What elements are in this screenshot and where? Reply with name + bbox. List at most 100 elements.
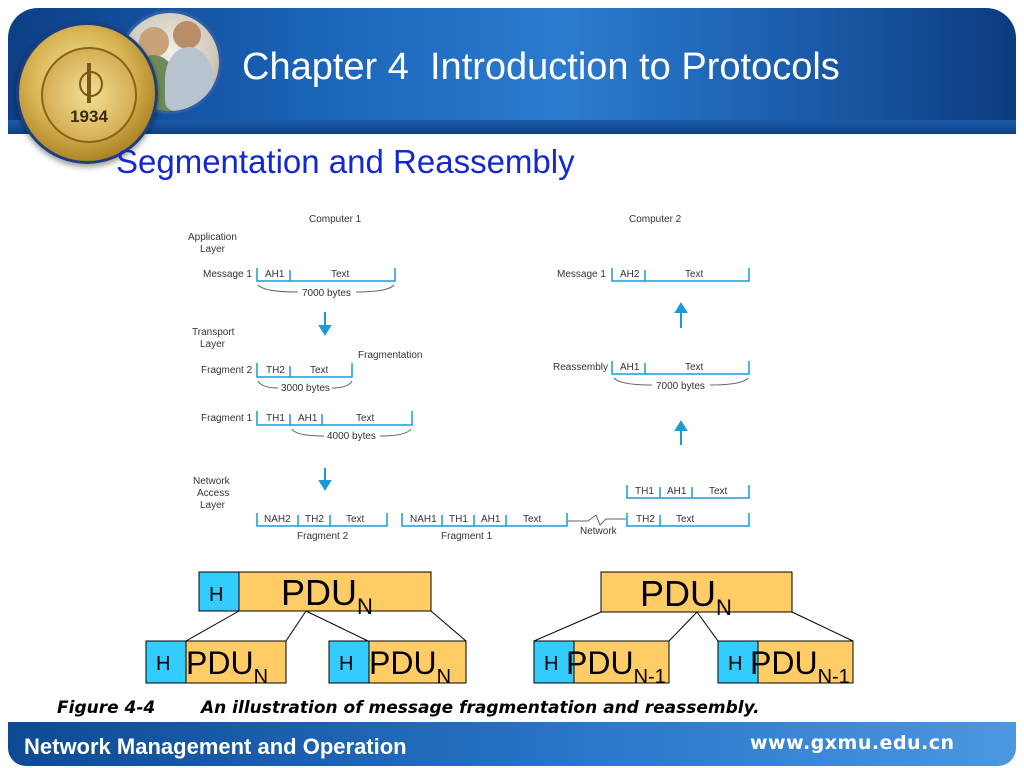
pdu-right-child2-h: H [728, 653, 742, 675]
fragment2-label: Fragment 2 [201, 365, 253, 376]
pdu-right-child1-h-box [533, 640, 575, 684]
pdu-left-child2-sub: N [437, 666, 451, 688]
figure-caption: An illustration of message fragmentation… [201, 698, 760, 718]
nah1: NAH1 [410, 514, 437, 525]
pdu-left-child2-label: PDUN [369, 645, 451, 688]
nah2: NAH2 [264, 514, 291, 525]
fragment2-bar [256, 363, 353, 378]
network-link [568, 514, 626, 526]
pdu-left-top-sub: N [357, 594, 373, 619]
pdu-right-child1-box [573, 640, 670, 684]
reassembly-bar [611, 361, 750, 375]
computer2-label: Computer 2 [629, 214, 682, 225]
ah1-right: AH1 [667, 486, 687, 497]
pdu-right-top-pdu: PDU [640, 573, 716, 614]
seal-year: 1934 [70, 107, 108, 126]
pdu-left-group [145, 571, 467, 684]
message-bar-right [611, 268, 750, 282]
split-line-2 [285, 610, 307, 642]
merge-line-1 [533, 611, 602, 642]
fragment1-bar [256, 411, 413, 426]
network-layer-label-line1: Network [193, 476, 231, 487]
network-layer-label-line3: Layer [200, 500, 226, 511]
split-line-3 [305, 610, 369, 642]
pdu-left-top-label: PDUN [281, 572, 373, 619]
pdu-right-child1-h: H [544, 653, 558, 675]
arrow-up-1-head [674, 302, 688, 313]
brace-7000-right [613, 377, 749, 386]
bytes7000-left: 7000 bytes [302, 288, 351, 299]
th1-right: TH1 [635, 486, 654, 497]
pdu-left-top-pdu: PDU [281, 572, 357, 613]
fragment1-label: Fragment 1 [201, 413, 253, 424]
application-layer-label-line1: Application [188, 232, 237, 243]
slide-title: Chapter 4 Introduction to Protocols [242, 46, 840, 88]
pdu-left-child1-h: H [156, 653, 170, 675]
header-shade [8, 120, 1016, 134]
th1-transport: TH1 [266, 413, 285, 424]
brace-4000 [291, 428, 412, 437]
brace-3000 [257, 380, 353, 389]
bytes7000-right: 7000 bytes [656, 381, 705, 392]
bytes3000: 3000 bytes [281, 383, 330, 394]
message-bar-left [256, 268, 396, 282]
th2-net: TH2 [305, 514, 324, 525]
slide-footer [8, 722, 1016, 766]
right-frag1-bar [626, 485, 750, 499]
pdu-right-top-sub: N [716, 595, 732, 620]
network-layer-label-line2: Access [197, 488, 229, 499]
pdu-right-child2-sub: N-1 [818, 666, 850, 688]
pdu-right-top-box [600, 571, 793, 613]
pdu-right-child2-label: PDUN-1 [750, 645, 850, 688]
text-frag1: Text [356, 413, 375, 424]
text-right1: Text [709, 486, 728, 497]
website-url: www.gxmu.edu.cn [750, 732, 955, 754]
text-frag2: Text [310, 365, 329, 376]
fragment2-net-label: Fragment 2 [297, 531, 349, 542]
pdu-right-child2-box [757, 640, 854, 684]
merge-line-4 [791, 611, 854, 642]
pdu-left-top-h-box [198, 571, 240, 612]
reassembly-label: Reassembly [553, 362, 608, 373]
message1-label-right: Message 1 [557, 269, 606, 280]
pdu-right-child1-label: PDUN-1 [566, 645, 666, 688]
text-net1: Text [346, 514, 365, 525]
network-label: Network [580, 526, 618, 537]
pdu-right-top-label: PDUN [640, 573, 732, 620]
pdu-left-child2-box [368, 640, 467, 684]
slide-subtitle: Segmentation and Reassembly [116, 143, 575, 180]
ah1-net: AH1 [481, 514, 501, 525]
fragment1-net-label: Fragment 1 [441, 531, 493, 542]
net-fragment2-bar [256, 513, 388, 527]
fragmentation-label: Fragmentation [358, 350, 422, 361]
pdu-left-child2-h-box [328, 640, 370, 684]
pdu-left-child2-h: H [339, 653, 353, 675]
figure-number: Figure 4-4 [57, 698, 156, 718]
computer1-label: Computer 1 [309, 214, 362, 225]
text-net2: Text [523, 514, 542, 525]
transport-layer-label-line2: Layer [200, 339, 226, 350]
arrow-down-2-head [318, 480, 332, 491]
text-msg-left: Text [331, 269, 350, 280]
brace-7000-left [257, 284, 395, 293]
arrow-down-1-head [318, 325, 332, 336]
pdu-left-child2-pdu: PDU [369, 645, 437, 681]
ah1-frag1: AH1 [298, 413, 318, 424]
pdu-left-top-h: H [209, 584, 223, 606]
ah1-reassembly: AH1 [620, 362, 640, 373]
pdu-left-child1-box [185, 640, 287, 684]
ah1-left: AH1 [265, 269, 285, 280]
pdu-right-child1-pdu: PDU [566, 645, 634, 681]
ah2-right: AH2 [620, 269, 640, 280]
message1-label-left: Message 1 [203, 269, 252, 280]
merge-line-3 [696, 611, 719, 642]
pdu-right-group [533, 571, 854, 684]
text-msg-right: Text [685, 269, 704, 280]
split-line-1 [185, 610, 240, 642]
pdu-left-child1-label: PDUN [186, 645, 268, 688]
pdu-left-child1-pdu: PDU [186, 645, 254, 681]
course-name: Network Management and Operation [24, 734, 407, 759]
split-line-4 [430, 610, 467, 642]
pdu-right-child1-sub: N-1 [634, 666, 666, 688]
